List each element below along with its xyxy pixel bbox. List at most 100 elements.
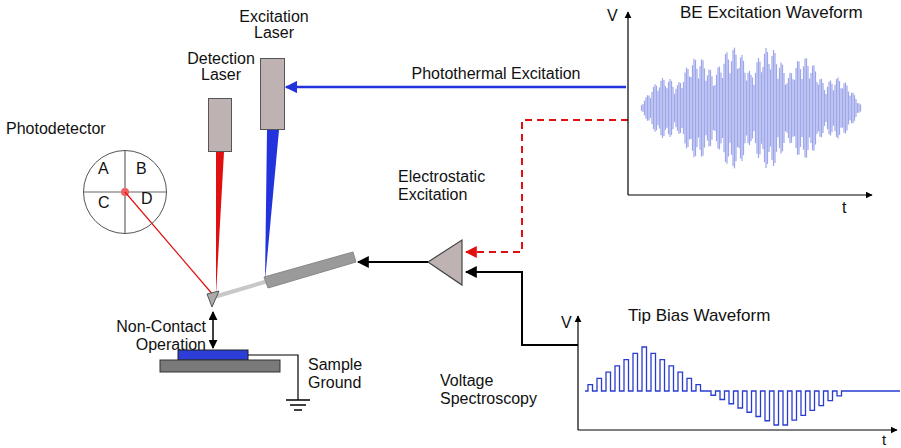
node-text: t [882,432,894,447]
node-title: BE Excitation Waveform [680,4,870,21]
waveform-stroke [729,73,730,143]
waveform-stroke [764,54,765,162]
waveform-stroke [755,73,756,143]
tip [207,291,219,307]
node-text: B [136,161,150,177]
waveform-stroke [798,61,799,154]
ground-label: Sample Ground [308,356,388,392]
ground-symbol [294,409,302,411]
waveform-stroke [726,52,727,163]
waveform-stroke [812,66,813,150]
node-text: V [607,8,621,24]
signal-label: Electrostatic Excitation [398,168,514,204]
waveform-stroke [653,87,654,129]
axis [577,316,578,430]
gap-arrow [212,312,214,348]
waveform-stroke [792,79,793,137]
waveform-stroke [648,96,649,121]
waveform-stroke [683,82,684,134]
detection-beam [216,152,224,295]
waveform-stroke [647,95,648,121]
waveform-stroke [753,85,754,131]
waveform-stroke [845,82,846,133]
waveform-stroke [855,99,856,117]
waveform-stroke [833,90,834,125]
waveform-stroke [813,65,814,150]
waveform-stroke [663,80,664,136]
waveform-stroke [836,79,837,137]
waveform-stroke [695,60,696,156]
waveform-stroke [738,68,739,148]
waveform-stroke [704,68,705,147]
waveform-stroke [701,59,702,156]
ground-symbol [286,399,310,401]
waveform-stroke [840,88,841,127]
waveform-stroke [719,67,720,150]
waveform-stroke [777,79,778,137]
detection-laser: Detection Laser [208,98,232,152]
waveform-stroke [834,85,835,132]
be-waveform [640,48,862,169]
waveform-stroke [732,50,733,166]
waveform-stroke [660,81,661,135]
waveform-stroke [699,66,700,150]
drive-wire [358,261,428,263]
waveform-stroke [731,61,732,155]
waveform-stroke [677,85,678,131]
waveform-stroke [837,78,838,139]
waveform-stroke [771,56,772,160]
excitation-arrow [286,86,626,89]
node-title: Excitation Laser [231,9,317,41]
node-title: Photodetector [6,121,116,137]
waveform-stroke [810,73,811,143]
waveform-stroke [851,93,852,123]
waveform-stroke [843,83,844,132]
waveform-stroke [707,75,708,140]
waveform-stroke [842,88,843,127]
waveform-stroke [708,70,709,147]
waveform-stroke [690,77,691,139]
reflected-beam [125,192,214,296]
waveform-stroke [693,59,694,158]
waveform-stroke [828,82,829,135]
waveform-stroke [662,78,663,138]
waveform-stroke [797,61,798,155]
waveform-stroke [698,78,699,137]
waveform-stroke [678,82,679,134]
waveform-stroke [702,60,703,156]
waveform-stroke [735,55,736,161]
waveform-stroke [650,98,651,118]
waveform-stroke [644,101,645,116]
axis [627,12,628,195]
waveform-stroke [804,58,805,157]
waveform-stroke [776,64,777,152]
waveform-stroke [822,83,823,133]
waveform-stroke [779,68,780,148]
waveform-stroke [740,58,741,159]
node-text: V [561,315,575,331]
waveform-stroke [854,95,855,121]
cantilever [214,281,268,297]
waveform-stroke [774,53,775,163]
waveform-stroke [762,67,763,149]
waveform-stroke [672,87,673,129]
waveform-stroke [807,66,808,150]
waveform-stroke [839,81,840,135]
waveform-stroke [752,77,753,138]
waveform-stroke [759,62,760,155]
waveform-stroke [765,48,766,168]
waveform-stroke [737,69,738,147]
waveform-stroke [674,94,675,123]
waveform-plot: Tip Bias WaveformVt [576,305,901,448]
waveform-stroke [815,71,816,144]
waveform-stroke [669,79,670,137]
waveform-stroke [680,83,681,133]
bias-wire [466,272,578,345]
waveform-stroke [671,81,672,135]
waveform-stroke [773,50,774,166]
waveform-stroke [656,86,657,130]
waveform-stroke [645,97,646,118]
waveform-plot: BE Excitation WaveformVt [626,2,876,217]
waveform-stroke [848,92,849,125]
waveform-stroke [696,69,697,148]
